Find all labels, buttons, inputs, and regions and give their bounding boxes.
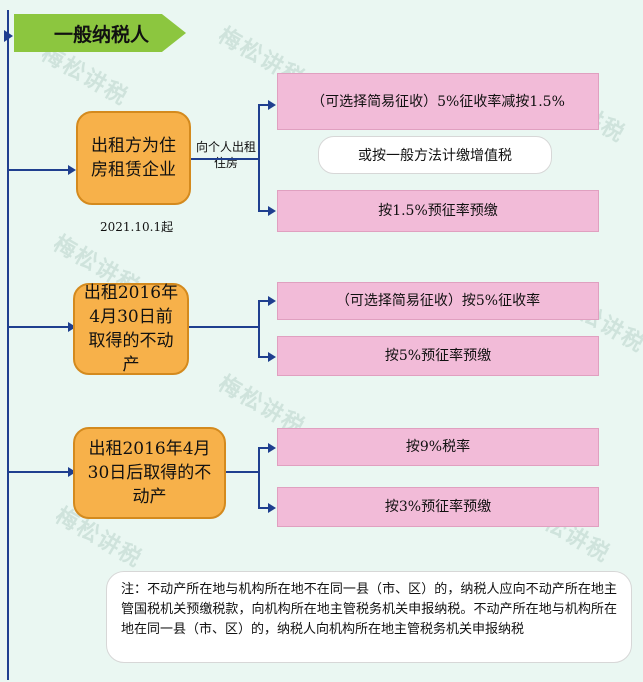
result-box: 按5%预征率预缴 <box>277 336 599 376</box>
alternative-box: 或按一般方法计缴增值税 <box>318 136 552 174</box>
header-title: 一般纳税人 <box>54 23 150 46</box>
branch-box-after-2016: 出租2016年4月30日后取得的不动产 <box>73 427 226 519</box>
connector <box>226 471 260 473</box>
effective-date: 2021.10.1起 <box>100 220 174 234</box>
connector <box>258 104 260 211</box>
branch-connector <box>8 471 70 473</box>
header-banner: 一般纳税人 <box>14 14 186 52</box>
arrow-head <box>268 503 276 513</box>
arrow-head <box>68 467 76 477</box>
result-box: 按1.5%预征率预缴 <box>277 190 599 232</box>
result-text: （可选择简易征收）按5%征收率 <box>335 293 541 309</box>
note-box: 注：不动产所在地与机构所在地不在同一县（市、区）的，纳税人应向不动产所在地主管国… <box>106 571 632 663</box>
connector <box>258 447 270 449</box>
arrow-head <box>268 443 276 453</box>
arrow-head <box>268 100 276 110</box>
note-text: 注：不动产所在地与机构所在地不在同一县（市、区）的，纳税人应向不动产所在地主管国… <box>121 582 617 637</box>
connector <box>258 104 270 106</box>
connector <box>258 210 270 212</box>
result-text: 按9%税率 <box>405 439 471 455</box>
branch-label: 出租2016年4月30日前取得的不动产 <box>83 283 179 375</box>
result-box: 按9%税率 <box>277 428 599 466</box>
main-connector-arrow <box>4 30 13 42</box>
connector <box>191 158 260 160</box>
main-connector-line <box>7 10 9 680</box>
result-text: 按3%预征率预缴 <box>384 499 492 515</box>
branch-box-rental-enterprise: 出租方为住房租赁企业 <box>76 111 191 205</box>
connector <box>258 507 270 509</box>
connector <box>189 326 260 328</box>
result-text: （可选择简易征收）5%征收率减按1.5% <box>311 93 565 110</box>
arrow-head <box>268 206 276 216</box>
branch-box-before-2016: 出租2016年4月30日前取得的不动产 <box>73 283 189 375</box>
connector <box>258 300 270 302</box>
connector <box>258 356 270 358</box>
connector <box>258 300 260 358</box>
branch-connector <box>8 326 70 328</box>
connector <box>258 447 260 509</box>
arrow-head <box>268 352 276 362</box>
alternative-text: 或按一般方法计缴增值税 <box>358 148 512 164</box>
result-box: （可选择简易征收）按5%征收率 <box>277 282 599 320</box>
arrow-head <box>68 322 76 332</box>
result-box: （可选择简易征收）5%征收率减按1.5% <box>277 73 599 130</box>
result-text: 按5%预征率预缴 <box>384 348 492 364</box>
branch-connector <box>8 169 70 171</box>
arrow-head <box>268 296 276 306</box>
side-label: 向个人出租住房 <box>195 140 256 170</box>
result-text: 按1.5%预征率预缴 <box>378 203 498 219</box>
arrow-head <box>68 165 76 175</box>
branch-label: 出租2016年4月30日后取得的不动产 <box>87 439 212 507</box>
result-box: 按3%预征率预缴 <box>277 487 599 527</box>
branch-label: 出租方为住房租赁企业 <box>91 136 176 180</box>
